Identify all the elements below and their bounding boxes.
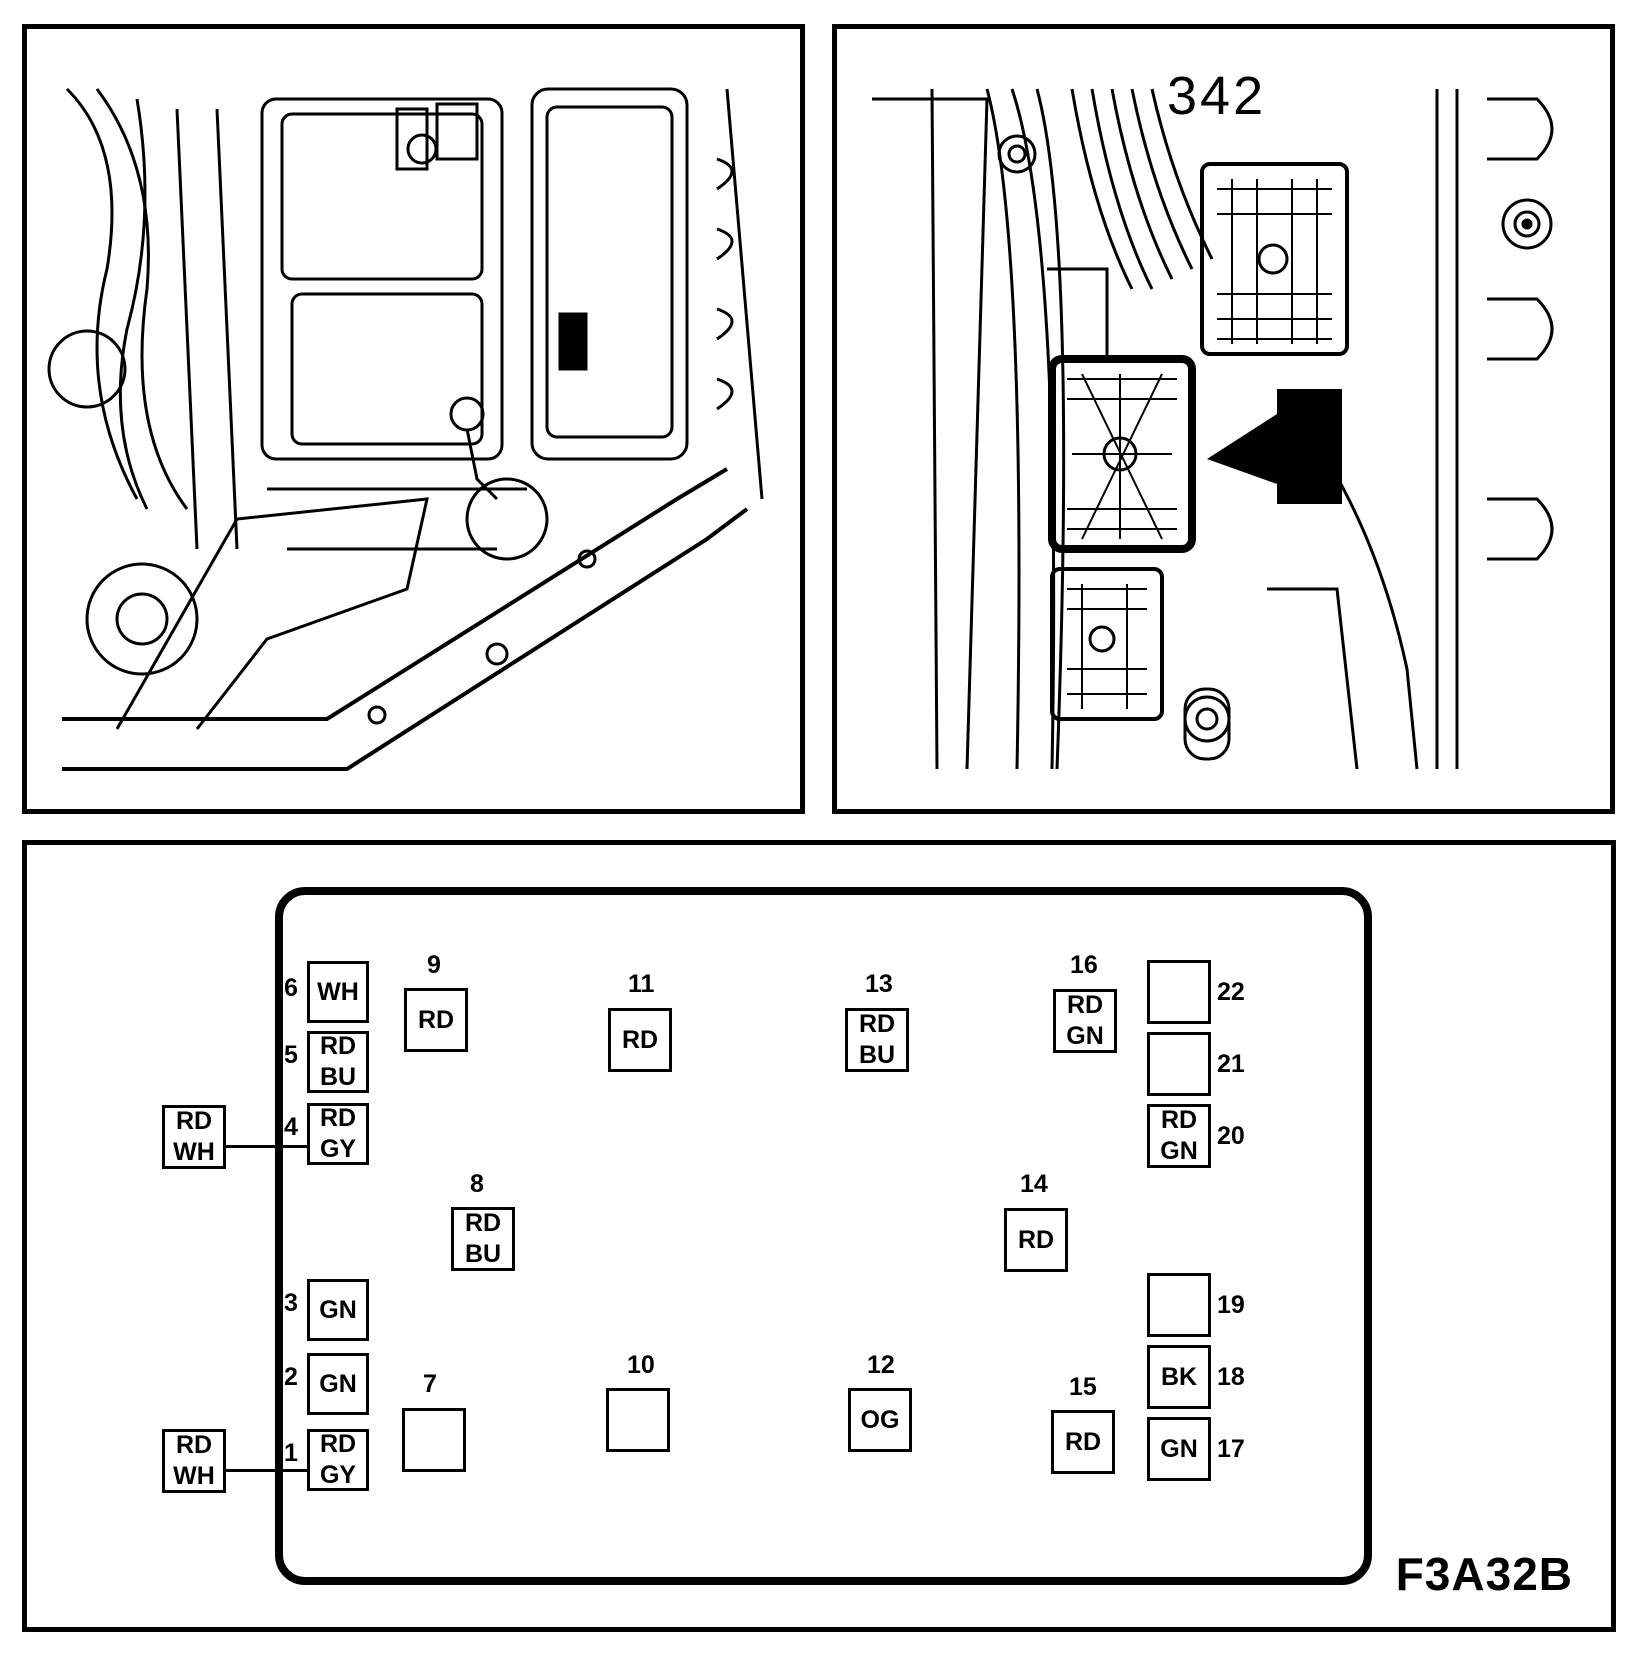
pin-22-color-box xyxy=(1147,960,1211,1024)
pin-11-color-box: RD xyxy=(608,1008,672,1072)
callout-number: 342 xyxy=(1167,66,1267,126)
figure-code: F3A32B xyxy=(1395,1548,1573,1600)
pin-16-color-box: RD GN xyxy=(1053,989,1117,1053)
pin-7-color-box xyxy=(402,1408,466,1472)
wire-color-code: WH xyxy=(173,1138,215,1166)
pin-number-2: 2 xyxy=(284,1363,298,1391)
wire-color-code: BU xyxy=(319,1063,357,1091)
pin-number-13: 13 xyxy=(865,970,893,998)
wire-color-code: GY xyxy=(319,1135,357,1163)
wire-color-code: GN xyxy=(1160,1137,1198,1165)
wire-color-code: BU xyxy=(464,1240,502,1268)
wire-color-code: OG xyxy=(860,1405,900,1434)
pin-number-17: 17 xyxy=(1217,1435,1245,1463)
pin-number-10: 10 xyxy=(627,1351,655,1379)
pin-12-color-box: OG xyxy=(848,1388,912,1452)
pin-number-11: 11 xyxy=(628,970,655,998)
wire-color-code: RD xyxy=(1066,991,1104,1019)
connector-location-drawing xyxy=(872,88,1554,770)
external-wire-to-pin-4: RD WH xyxy=(162,1105,226,1169)
wire-color-code: GN xyxy=(319,1369,357,1398)
wire-color-code: WH xyxy=(317,977,359,1006)
pin-14-color-box: RD xyxy=(1004,1208,1068,1272)
external-wire-to-pin-1: RD WH xyxy=(162,1429,226,1493)
pin-number-19: 19 xyxy=(1217,1291,1245,1319)
pin-20-color-box: RD GN xyxy=(1147,1104,1211,1168)
wire-color-code: GN xyxy=(319,1295,357,1324)
pin-number-21: 21 xyxy=(1217,1050,1245,1078)
pin-2-color-box: GN xyxy=(307,1353,369,1415)
wire-color-code: RD xyxy=(621,1025,659,1054)
pin-8-color-box: RD BU xyxy=(451,1207,515,1271)
pin-13-color-box: RD BU xyxy=(845,1008,909,1072)
leader-line xyxy=(226,1469,307,1472)
pin-number-16: 16 xyxy=(1070,951,1098,979)
wire-color-code: RD xyxy=(417,1005,455,1034)
engine-bay-illustration xyxy=(22,24,805,814)
wire-color-code: RD xyxy=(1017,1225,1055,1254)
pin-3-color-box: GN xyxy=(307,1279,369,1341)
connector-housing xyxy=(275,887,1372,1585)
pin-number-20: 20 xyxy=(1217,1122,1245,1150)
pin-15-color-box: RD xyxy=(1051,1410,1115,1474)
pin-6-color-box: WH xyxy=(307,961,369,1023)
pin-number-3: 3 xyxy=(284,1289,298,1317)
pin-number-18: 18 xyxy=(1217,1363,1245,1391)
wire-color-code: BK xyxy=(1160,1362,1198,1391)
pin-21-color-box xyxy=(1147,1032,1211,1096)
pin-number-8: 8 xyxy=(470,1170,484,1198)
leader-line xyxy=(226,1145,307,1148)
pin-number-4: 4 xyxy=(284,1113,298,1141)
wire-color-code: RD xyxy=(175,1107,213,1135)
wire-color-code: GN xyxy=(1066,1022,1104,1050)
pin-18-color-box: BK xyxy=(1147,1345,1211,1409)
wire-color-code: BU xyxy=(858,1041,896,1069)
wire-color-code: RD xyxy=(175,1431,213,1459)
pin-number-5: 5 xyxy=(284,1041,298,1069)
wire-color-code: RD xyxy=(858,1010,896,1038)
connector-location-illustration: 342 xyxy=(832,24,1615,814)
wire-color-code: RD xyxy=(464,1209,502,1237)
wire-color-code: RD xyxy=(1160,1106,1198,1134)
pin-number-14: 14 xyxy=(1020,1170,1048,1198)
pin-5-color-box: RD BU xyxy=(307,1031,369,1093)
pin-9-color-box: RD xyxy=(404,988,468,1052)
wire-color-code: RD xyxy=(319,1032,357,1060)
pin-number-12: 12 xyxy=(867,1351,895,1379)
pin-number-22: 22 xyxy=(1217,978,1245,1006)
pin-number-6: 6 xyxy=(284,974,298,1002)
wire-color-code: GN xyxy=(1160,1434,1198,1463)
pin-17-color-box: GN xyxy=(1147,1417,1211,1481)
wire-color-code: GY xyxy=(319,1461,357,1489)
pin-10-color-box xyxy=(606,1388,670,1452)
wire-color-code: RD xyxy=(319,1104,357,1132)
pin-number-7: 7 xyxy=(423,1370,437,1398)
pin-1-color-box: RD GY xyxy=(307,1429,369,1491)
wire-color-code: RD xyxy=(1064,1427,1102,1456)
pin-number-1: 1 xyxy=(284,1439,298,1467)
engine-bay-drawing xyxy=(47,87,764,771)
pin-number-15: 15 xyxy=(1069,1373,1097,1401)
pin-4-color-box: RD GY xyxy=(307,1103,369,1165)
wire-color-code: RD xyxy=(319,1430,357,1458)
pin-19-color-box xyxy=(1147,1273,1211,1337)
pointer-arrow xyxy=(1207,389,1342,504)
wire-color-code: WH xyxy=(173,1462,215,1490)
pin-number-9: 9 xyxy=(427,951,441,979)
